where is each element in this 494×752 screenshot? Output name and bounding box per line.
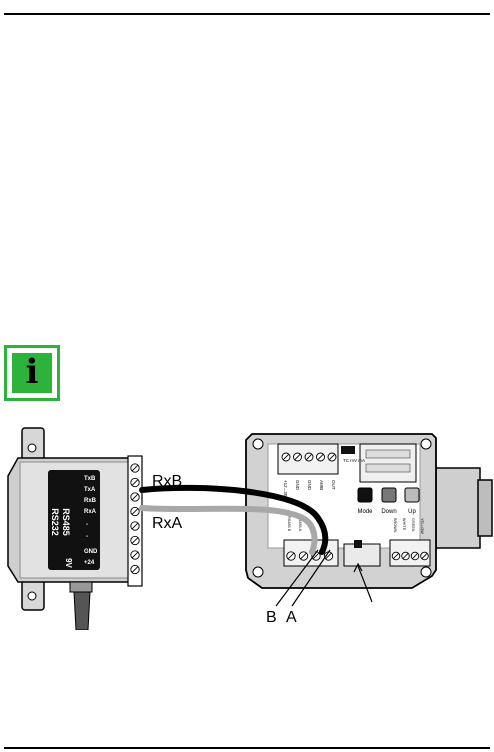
terminal-screw-slot — [402, 553, 409, 559]
terminal-screw-slot — [131, 566, 139, 573]
right-block-label: WHITE — [402, 518, 406, 531]
info-icon-fill: i — [12, 353, 52, 393]
left-block-label: RS485 A — [298, 516, 302, 531]
adapter-terminal-screws — [130, 463, 140, 575]
button-label-down: Down — [381, 509, 396, 515]
right-block-label: BROWN — [393, 518, 397, 533]
button-label-up: Up — [408, 509, 416, 515]
terminal-label: GND — [295, 480, 300, 491]
device-right-block-labels: BROWN WHITE GREEN YELLOW — [393, 518, 424, 534]
terminal-screw-slot — [131, 493, 139, 501]
device-left-block-labels: RS485 B RS485 A — [287, 516, 302, 532]
terminal-screw-slot — [287, 552, 295, 560]
pin-label: - — [86, 522, 88, 528]
jumper-label: TC mV mA — [343, 458, 365, 463]
measuring-device — [245, 433, 493, 589]
terminal-screw-slot — [131, 464, 139, 472]
pin-label: TxA — [84, 487, 96, 493]
terminal-screw-slot — [131, 522, 139, 530]
device-terminal-labels: +12...30V GND GND AWB OUT — [283, 480, 336, 499]
pin-label: - — [86, 534, 88, 540]
pin-label: RxB — [84, 498, 97, 504]
rxb-wire-label: RxB — [152, 473, 182, 490]
pin-label: RxA — [84, 509, 97, 515]
adapter-power-label-group: 9V — [64, 558, 73, 568]
wires — [139, 484, 329, 555]
pin-label: +24 — [84, 560, 95, 566]
terminal-screw-slot — [294, 453, 301, 461]
right-block-label: YELLOW — [420, 518, 424, 534]
callout-b-label: B — [266, 609, 277, 626]
terminal-screw-slot — [131, 479, 139, 486]
terminal-label: OUT — [331, 480, 336, 490]
left-block-label: RS485 B — [287, 516, 291, 532]
terminal-screw-slot — [325, 552, 332, 560]
rxa-wire-label: RxA — [152, 515, 183, 532]
power-label: 9V — [64, 558, 73, 568]
adapter-rs485-label-group: RS485 RS232 — [50, 508, 71, 536]
terminal-label: +12...30V — [283, 480, 288, 499]
terminal-screw-slot — [328, 453, 336, 461]
terminal-screw-slot — [305, 453, 313, 461]
terminal-screw-slot — [421, 553, 428, 559]
rs232-rs485-adapter — [7, 427, 143, 630]
device-button-labels: Mode Down Up — [357, 509, 416, 515]
terminal-screw-slot — [312, 552, 320, 560]
rs485-label: RS485 — [61, 508, 71, 536]
adapter-pin-labels: TxB TxA RxB RxA - - GND +24 — [84, 476, 98, 566]
info-icon-letter: i — [25, 352, 39, 392]
terminal-screw-slot — [300, 552, 307, 560]
rxb-wire — [139, 484, 329, 555]
callout-lines — [275, 549, 373, 607]
terminal-screw-slot — [393, 553, 399, 559]
callout-a-label: A — [286, 609, 297, 626]
footer-rule — [4, 747, 490, 749]
pin-label: TxB — [84, 476, 96, 482]
info-icon: i — [4, 345, 60, 401]
terminal-screw-slot — [282, 453, 290, 461]
right-block-label: GREEN — [411, 518, 415, 532]
terminal-screw-slot — [131, 508, 139, 515]
header-rule — [4, 13, 490, 15]
device-top-terminals — [281, 452, 337, 462]
wiring-diagram: RS485 RS232 9V TxB TxA RxB RxA - - GND +… — [7, 427, 493, 630]
rxa-wire — [139, 505, 318, 555]
terminal-screw-slot — [412, 553, 418, 559]
device-bottom-terminals — [286, 551, 429, 561]
rs232-label: RS232 — [50, 508, 60, 536]
terminal-screw-slot — [131, 537, 139, 544]
terminal-label: GND — [307, 480, 312, 491]
terminal-label: AWB — [319, 480, 324, 490]
terminal-screw-slot — [317, 453, 324, 461]
pin-label: GND — [84, 549, 98, 555]
button-label-mode: Mode — [357, 509, 373, 515]
terminal-screw-slot — [131, 551, 139, 559]
